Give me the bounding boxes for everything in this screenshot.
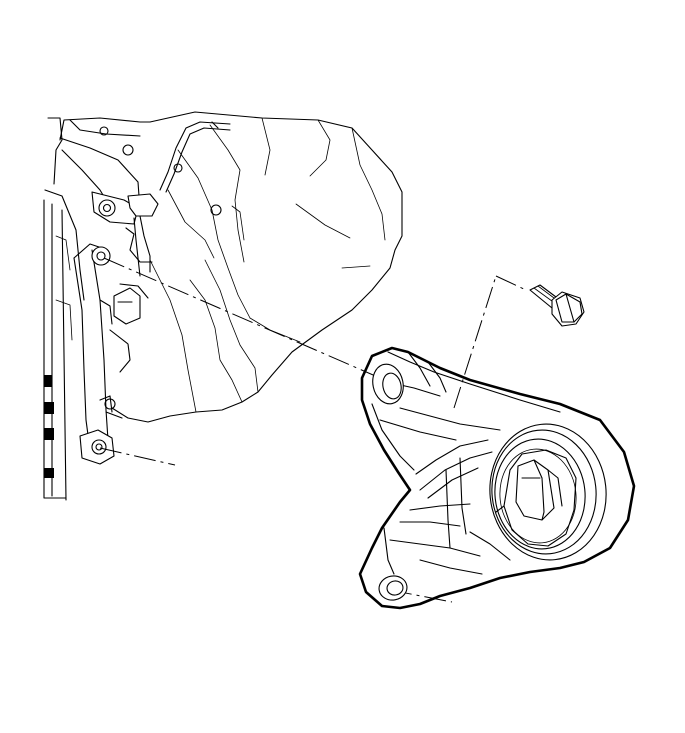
mount-bolt <box>529 284 585 327</box>
transmission-mount <box>358 346 636 610</box>
transmission-housing <box>43 111 403 501</box>
alignment-lines <box>99 257 527 603</box>
